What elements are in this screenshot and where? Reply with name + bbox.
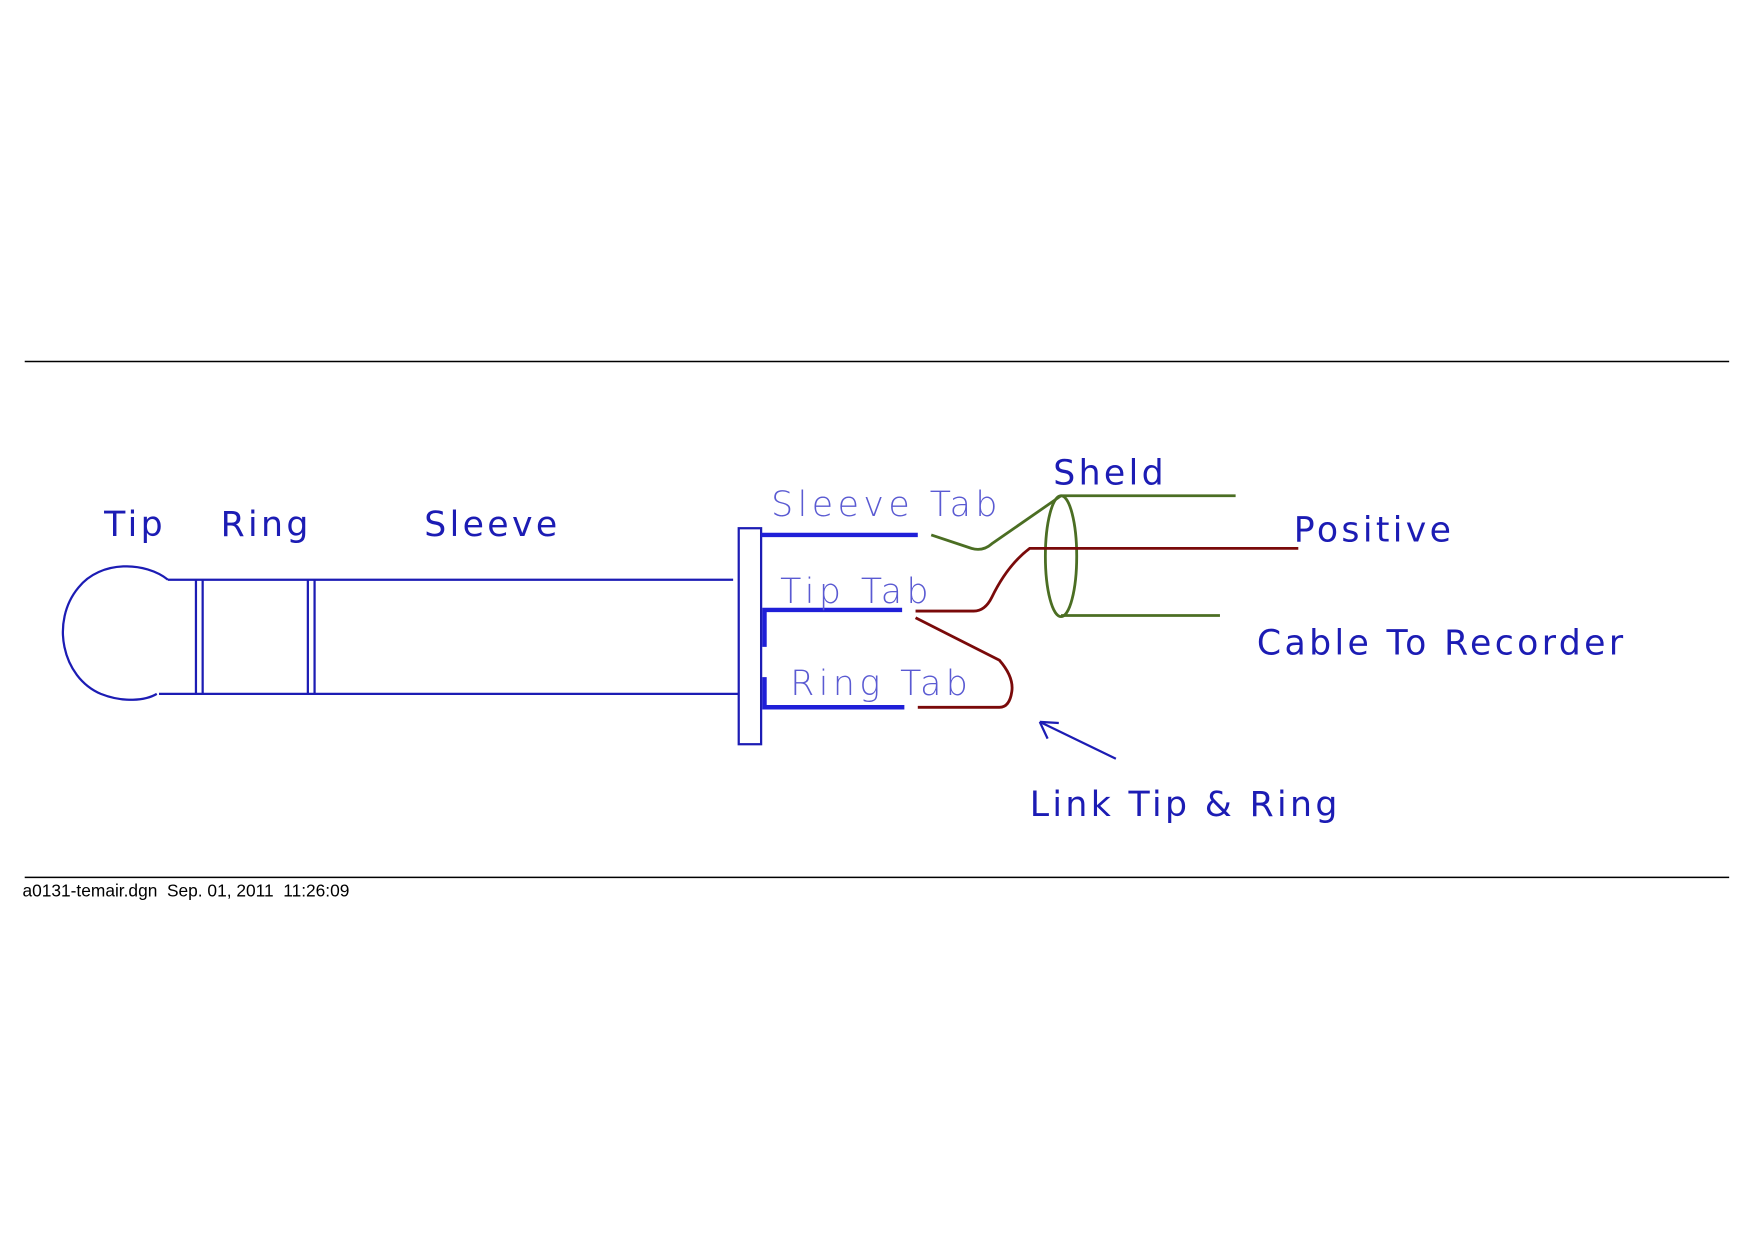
- label-sleeve-tab: Sleeve Tab: [771, 485, 1002, 525]
- plug-flange: [737, 527, 763, 746]
- tip-ring-link-wire: [914, 616, 1014, 709]
- label-sleeve: Sleeve: [424, 505, 560, 545]
- positive-lead: [915, 546, 1299, 613]
- footer-filename-timestamp: a0131-temair.dgn Sep. 01, 2011 11:26:09: [22, 880, 349, 900]
- shield-wire: [930, 494, 1236, 619]
- arrow-icon: [1038, 720, 1117, 760]
- label-cable-to-recorder: Cable To Recorder: [1257, 624, 1627, 664]
- plug-tip-arc: [61, 565, 169, 701]
- label-tip-tab: Tip Tab: [780, 572, 933, 612]
- plug-drawing: [61, 527, 763, 746]
- label-positive: Positive: [1294, 511, 1455, 551]
- positive-wire: [914, 546, 1299, 709]
- solder-tabs: [761, 532, 918, 710]
- label-ring-tab: Ring Tab: [790, 664, 972, 704]
- label-shield: Sheld: [1053, 454, 1167, 494]
- label-ring: Ring: [221, 505, 312, 545]
- tip-tab: [762, 607, 903, 647]
- annotation-link-tip-ring: Link Tip & Ring: [1030, 785, 1341, 825]
- label-tip: Tip: [103, 505, 166, 545]
- shield-lead: [930, 494, 1236, 551]
- cable-jacket-ellipse: [1043, 494, 1079, 619]
- ring-tab: [762, 677, 905, 710]
